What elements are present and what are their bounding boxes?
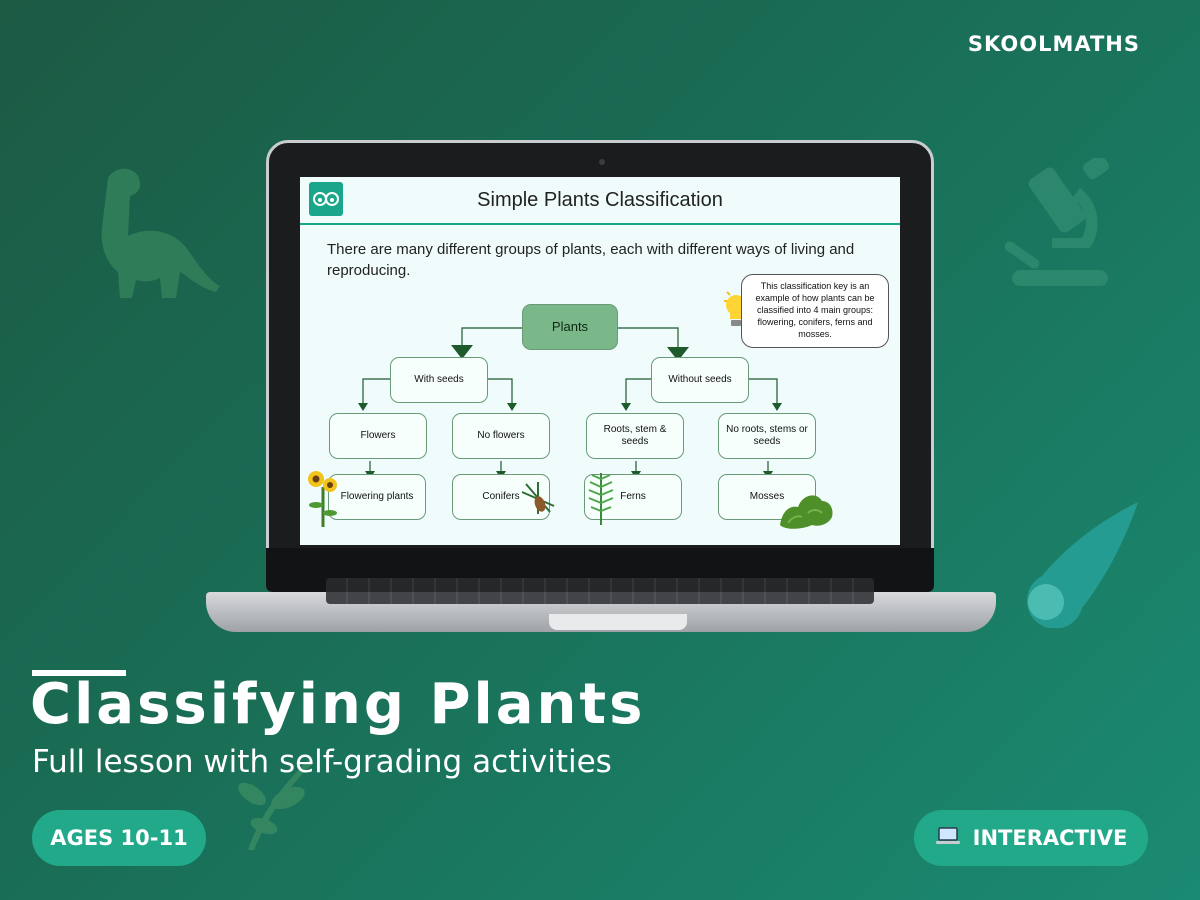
slide-intro-text: There are many different groups of plant… [327, 241, 855, 279]
tip-bubble: This classification key is an example of… [741, 274, 889, 348]
sunflower-icon [308, 471, 337, 527]
title-divider [300, 223, 900, 225]
node-flowering-plants: Flowering plants [328, 474, 426, 520]
dinosaur-icon [101, 168, 220, 298]
node-roots-stem-seeds: Roots, stem & seeds [586, 413, 684, 459]
fern-icon [588, 473, 614, 525]
slide-title: Simple Plants Classification [477, 189, 723, 211]
node-flowers: Flowers [329, 413, 427, 459]
comet-icon [1026, 502, 1138, 628]
interactive-label: INTERACTIVE [972, 826, 1128, 850]
node-without-seeds: Without seeds [651, 357, 749, 403]
leaf-branch-icon [238, 760, 312, 850]
node-no-flowers: No flowers [452, 413, 550, 459]
microscope-icon [1004, 158, 1110, 286]
interactive-badge[interactable]: INTERACTIVE [914, 810, 1148, 866]
node-with-seeds: With seeds [390, 357, 488, 403]
owl-logo-icon [309, 182, 343, 216]
lesson-slide[interactable]: Simple Plants Classification There are m… [300, 177, 900, 545]
laptop-camera [599, 159, 605, 165]
moss-icon [780, 495, 833, 529]
laptop-notch [549, 614, 687, 630]
ages-badge[interactable]: AGES 10-11 [32, 810, 206, 866]
laptop-keyboard [326, 578, 874, 604]
title-accent-bar [32, 670, 126, 676]
pine-cone-icon [521, 482, 555, 514]
node-plants: Plants [522, 304, 618, 350]
node-no-roots: No roots, stems or seeds [718, 413, 816, 459]
node-conifers: Conifers [452, 474, 550, 520]
lesson-subtitle: Full lesson with self-grading activities [32, 744, 612, 780]
brand-logo[interactable]: SKOOLMATHS [967, 32, 1140, 56]
laptop-icon [935, 826, 961, 851]
lesson-title: Classifying Plants [30, 672, 646, 737]
